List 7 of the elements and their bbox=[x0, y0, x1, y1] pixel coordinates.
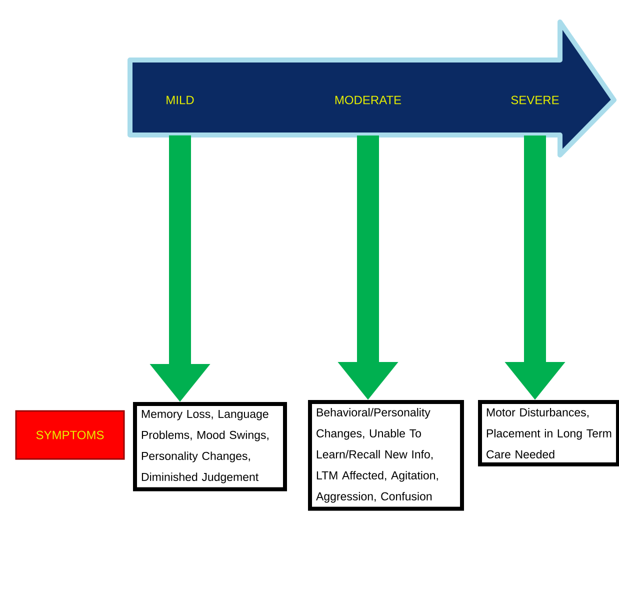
stage-label: SEVERE bbox=[511, 96, 559, 104]
symptom-box: Motor Disturbances, Placement in Long Term Care Needed bbox=[478, 400, 619, 466]
stage-label: MODERATE bbox=[335, 96, 402, 104]
symptom-box: Behavioral/Personality Changes, Unable To Learn/Recall New Info, LTM Affected, Agitation, Aggression, Confusion bbox=[308, 400, 464, 511]
symptoms-label: SYMPTOMS bbox=[15, 410, 125, 460]
stage-label: MILD bbox=[166, 96, 194, 104]
symptom-box: Memory Loss, Language Problems, Mood Swings, Personality Changes, Diminished Judgement bbox=[133, 402, 287, 492]
